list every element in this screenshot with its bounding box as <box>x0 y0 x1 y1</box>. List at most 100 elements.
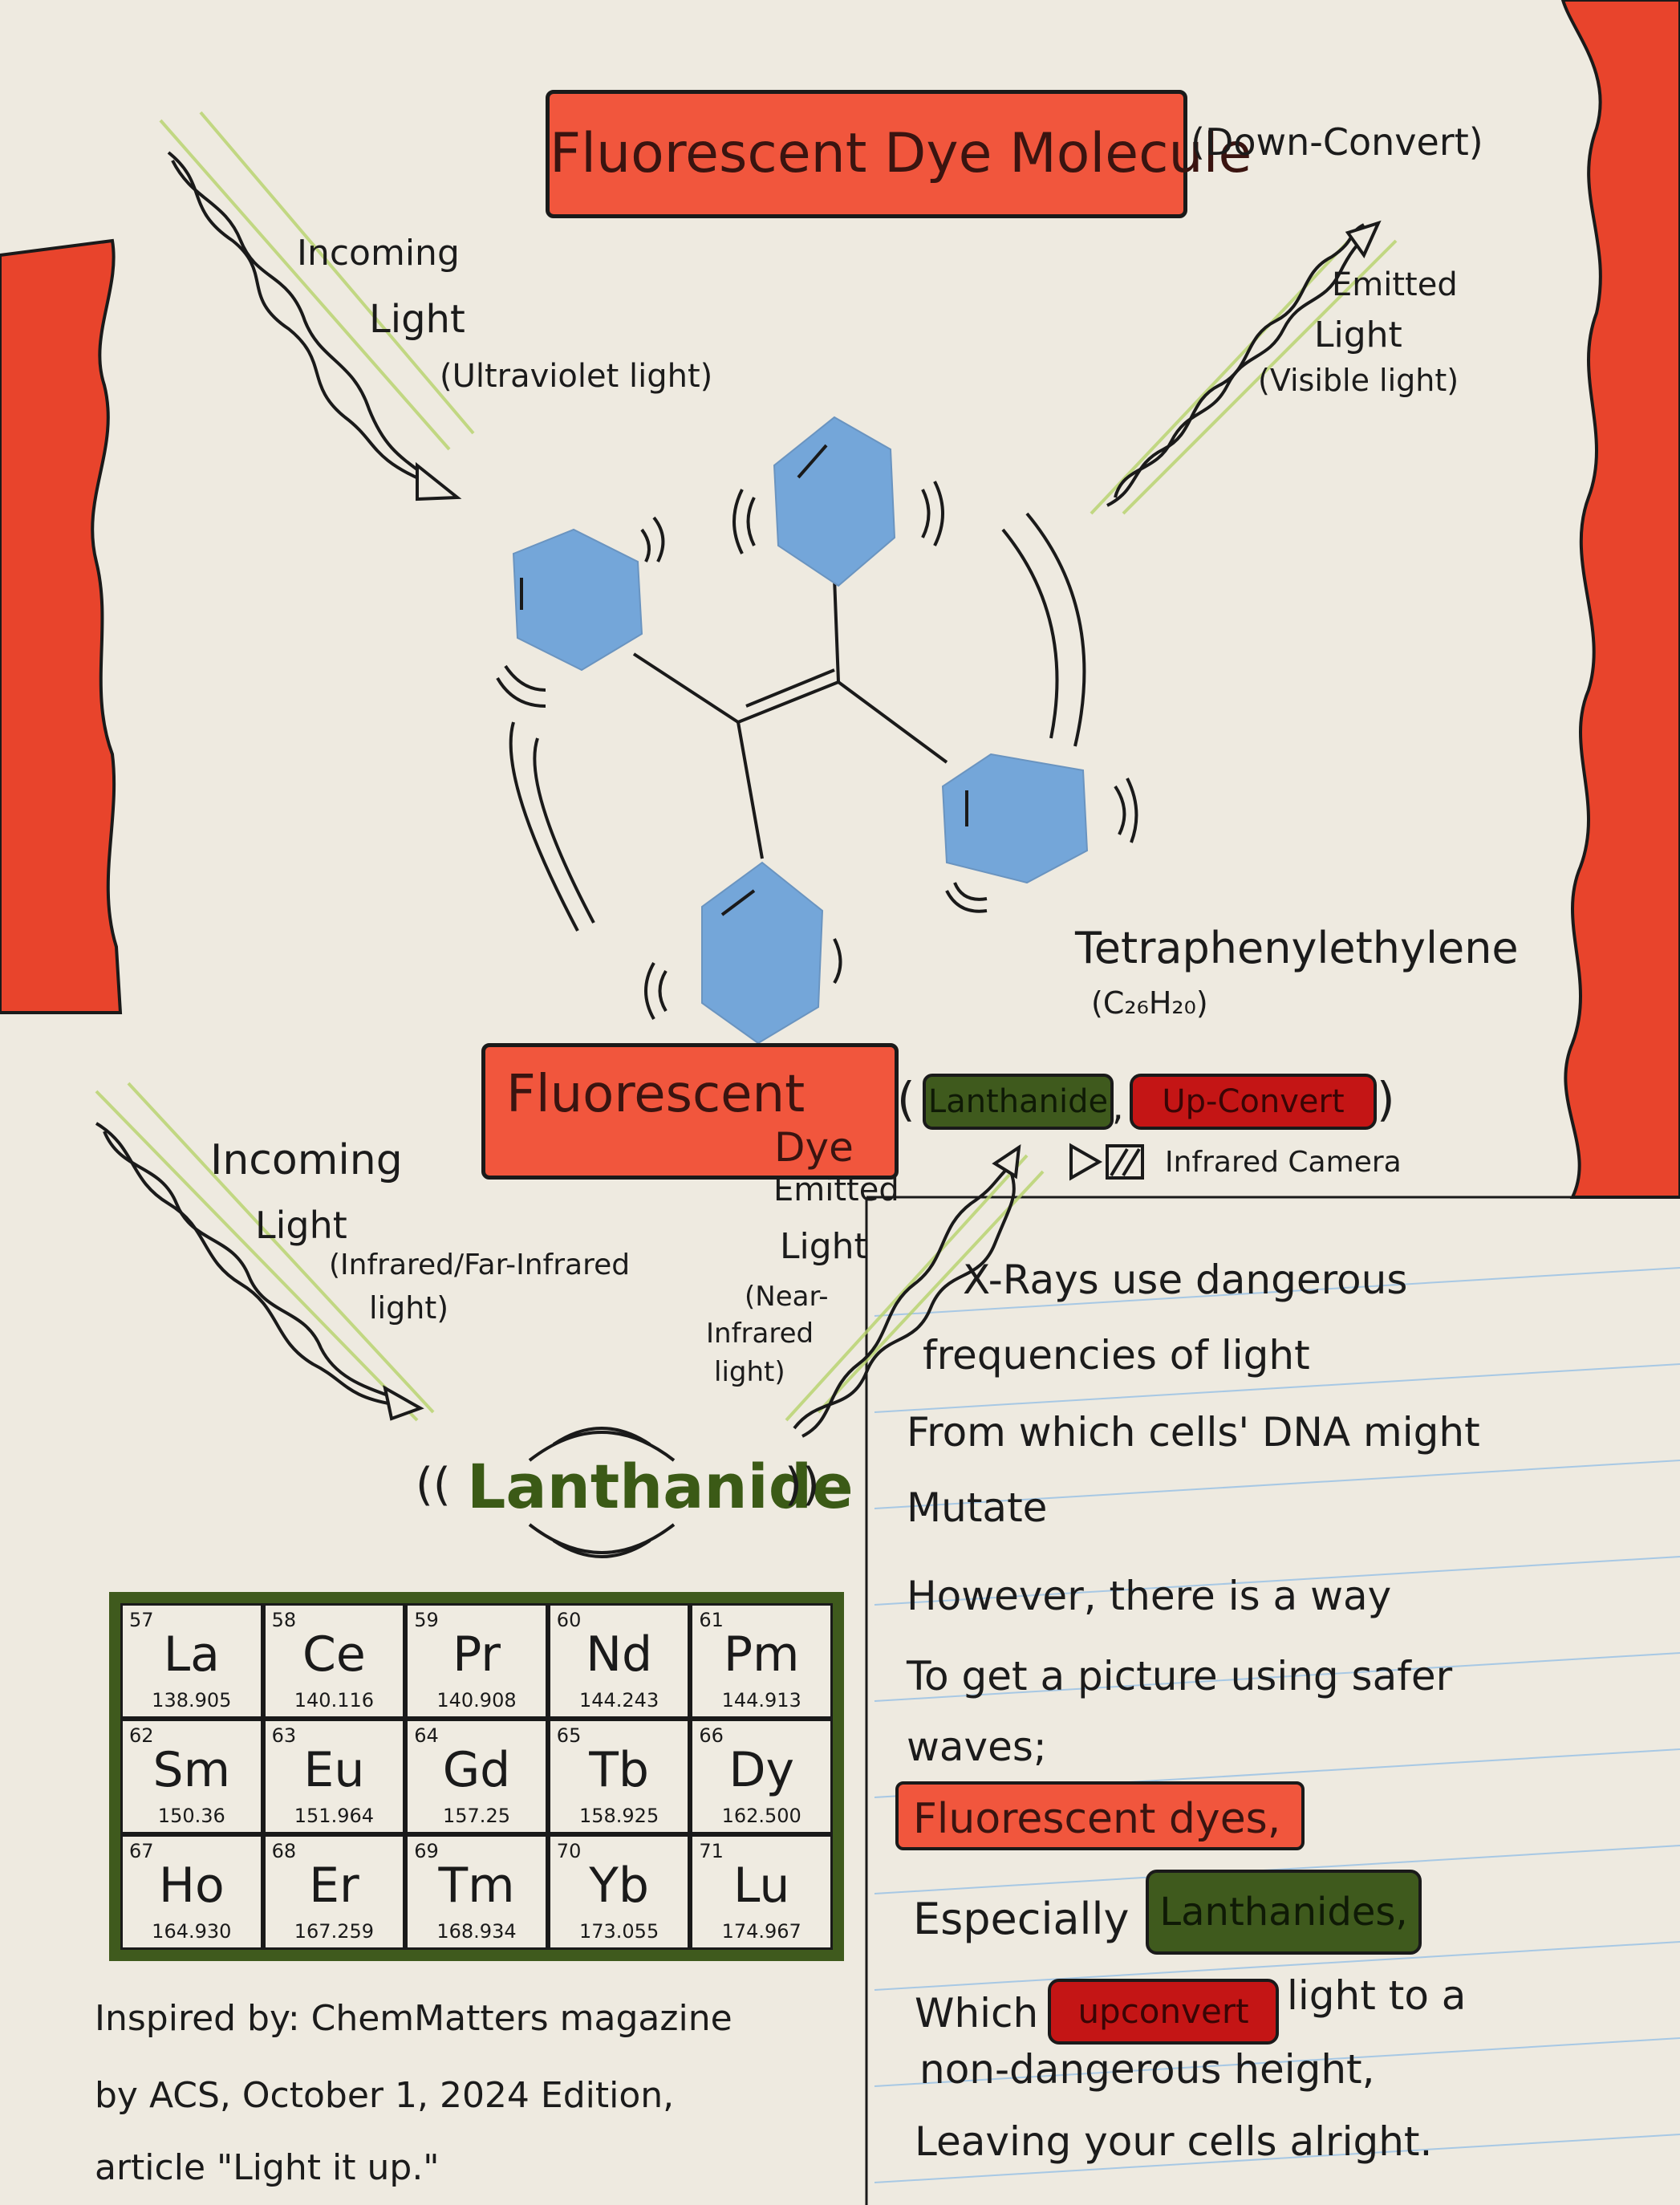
lanthanide-vibration-arcs <box>528 1427 676 1558</box>
atomic-number: 63 <box>271 1724 297 1747</box>
atomic-number: 68 <box>271 1840 297 1862</box>
poem-upconvert-badge: upconvert <box>1048 1979 1279 2045</box>
paren-close: ) <box>1377 1072 1395 1127</box>
atomic-mass: 167.259 <box>294 1920 375 1943</box>
element-symbol: Ho <box>158 1858 225 1914</box>
emitted-light-label-2: Light <box>1314 315 1402 355</box>
poem-line-2: frequencies of light <box>923 1332 1310 1379</box>
atomic-number: 64 <box>414 1724 439 1747</box>
poem-fluorescent-dyes-highlight: Fluorescent dyes, <box>895 1781 1305 1850</box>
element-symbol: Pr <box>452 1626 501 1683</box>
element-symbol: Eu <box>303 1742 365 1798</box>
credit-line-3: article "Light it up." <box>95 2147 440 2188</box>
poem-line-10-prefix: Which <box>915 1990 1039 2036</box>
molecule-bonds <box>632 577 948 859</box>
element-symbol: Gd <box>442 1742 511 1798</box>
incoming-light-label-2: Light <box>369 297 465 342</box>
top-title-suffix: (Down-Convert) <box>1191 120 1483 164</box>
incoming-light-ray-ir <box>95 1122 402 1406</box>
atomic-mass: 144.243 <box>578 1689 659 1712</box>
left-red-border <box>0 238 123 1014</box>
element-symbol: Dy <box>728 1742 795 1798</box>
element-symbol: Lu <box>732 1858 790 1914</box>
middle-title-line1: Fluorescent <box>506 1065 806 1124</box>
top-title-banner: Fluorescent Dye Molecule <box>546 90 1252 218</box>
molecule-formula: (C₂₆H₂₀) <box>1091 985 1208 1021</box>
element-symbol: Nd <box>586 1626 653 1683</box>
poem-line-9-prefix: Especially <box>913 1894 1130 1944</box>
right-red-border <box>1560 0 1680 1199</box>
credit-line-2: by ACS, October 1, 2024 Edition, <box>95 2075 675 2116</box>
poem-lanthanides-badge: Lanthanides, <box>1146 1870 1422 1955</box>
element-symbol: La <box>163 1626 220 1683</box>
atomic-number: 66 <box>699 1724 724 1747</box>
element-symbol: Er <box>309 1858 359 1914</box>
benzene-ring-right <box>941 753 1089 884</box>
benzene-ring-top <box>773 416 896 587</box>
poem-line-10-suffix: light to a <box>1287 1972 1467 2019</box>
atomic-mass: 168.934 <box>436 1920 517 1943</box>
atomic-mass: 151.964 <box>294 1805 375 1827</box>
poem-line-1: X-Rays use dangerous <box>963 1257 1408 1303</box>
atomic-number: 69 <box>414 1840 439 1862</box>
atomic-mass: 162.500 <box>721 1805 801 1827</box>
emitted-light-ray-nir <box>793 1162 1016 1438</box>
benzene-ring-left <box>512 528 643 672</box>
element-symbol: Yb <box>589 1858 649 1914</box>
lanthanide-badge: Lanthanide <box>923 1074 1114 1130</box>
poem-line-4: Mutate <box>907 1484 1048 1531</box>
atomic-number: 60 <box>556 1609 582 1631</box>
element-symbol: Pm <box>723 1626 800 1683</box>
atomic-number: 71 <box>699 1840 724 1862</box>
emitted-light-label-1: Emitted <box>1332 266 1458 303</box>
atomic-number: 70 <box>556 1840 582 1862</box>
nir-emitted-label-2: Light <box>780 1226 868 1267</box>
ir-incoming-label-1: Incoming <box>210 1136 403 1184</box>
arrowhead-ir <box>383 1385 424 1421</box>
atomic-number: 65 <box>556 1724 582 1747</box>
atomic-number: 58 <box>271 1609 297 1631</box>
poem-line-11: non-dangerous height, <box>919 2046 1375 2093</box>
atomic-number: 57 <box>129 1609 154 1631</box>
lanthanide-heading: Lanthanide <box>467 1451 854 1522</box>
atomic-mass: 144.913 <box>721 1689 801 1712</box>
atomic-mass: 164.930 <box>152 1920 232 1943</box>
arrowhead-uv <box>416 461 462 502</box>
atomic-number: 59 <box>414 1609 439 1631</box>
nir-emitted-label-5: light) <box>714 1356 785 1388</box>
upconvert-badge: Up-Convert <box>1130 1074 1377 1130</box>
atomic-mass: 140.908 <box>436 1689 517 1712</box>
vibration-marks <box>496 481 1138 1020</box>
incoming-light-label-1: Incoming <box>297 233 460 274</box>
atomic-number: 67 <box>129 1840 154 1862</box>
atomic-mass: 150.36 <box>157 1805 225 1827</box>
atomic-mass: 158.925 <box>578 1805 659 1827</box>
atomic-mass: 174.967 <box>721 1920 801 1943</box>
nir-emitted-label-1: Emitted <box>773 1172 899 1208</box>
incoming-light-ray-uv <box>167 151 435 483</box>
middle-title-banner: Fluorescent Dye <box>481 1043 899 1180</box>
ir-incoming-label-4: light) <box>369 1290 449 1326</box>
poem-line-5: However, there is a way <box>907 1573 1392 1619</box>
ir-incoming-label-3: (Infrared/Far-Infrared <box>329 1249 631 1281</box>
benzene-double-bond-marks <box>520 444 968 916</box>
benzene-rings <box>512 416 1089 1045</box>
ultraviolet-label: (Ultraviolet light) <box>440 358 713 395</box>
atomic-mass: 140.116 <box>294 1689 375 1712</box>
lanthanide-paren-left: (( <box>416 1459 451 1511</box>
infrared-camera-label: Infrared Camera <box>1165 1146 1402 1179</box>
element-symbol: Sm <box>152 1742 231 1798</box>
